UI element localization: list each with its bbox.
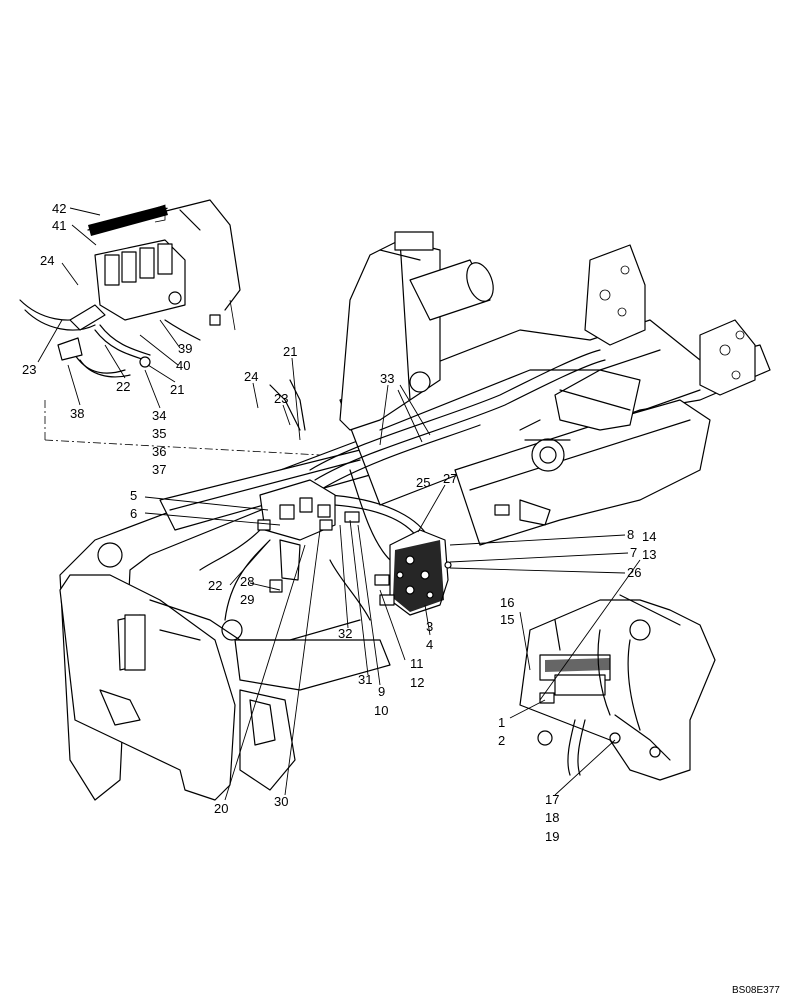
- callout-15: 15: [500, 612, 514, 627]
- callout-23: 23: [22, 362, 36, 377]
- callout-28: 28: [240, 574, 254, 589]
- callout-22-main: 22: [208, 578, 222, 593]
- callout-4: 4: [426, 637, 433, 652]
- callout-41: 41: [52, 218, 66, 233]
- callout-21-main: 21: [283, 344, 297, 359]
- callout-2: 2: [498, 733, 505, 748]
- callout-20: 20: [214, 801, 228, 816]
- callout-34: 34: [152, 408, 166, 423]
- callout-6: 6: [130, 506, 137, 521]
- callout-32: 32: [338, 626, 352, 641]
- callout-labels: 42 41 24 23 22 38 39 40 21 34 35 36 37 2…: [22, 201, 656, 844]
- main-frame: [59, 231, 771, 801]
- callout-27: 27: [443, 471, 457, 486]
- callout-42: 42: [52, 201, 66, 216]
- callout-10: 10: [374, 703, 388, 718]
- callout-1: 1: [498, 715, 505, 730]
- callout-24-main: 24: [244, 369, 258, 384]
- callout-22: 22: [116, 379, 130, 394]
- callout-29: 29: [240, 592, 254, 607]
- callout-25: 25: [416, 475, 430, 490]
- callout-19: 19: [545, 829, 559, 844]
- callout-21: 21: [170, 382, 184, 397]
- callout-26: 26: [627, 565, 641, 580]
- callout-38: 38: [70, 406, 84, 421]
- callout-31: 31: [358, 672, 372, 687]
- callout-14: 14: [642, 529, 656, 544]
- reference-code: BS08E377: [732, 985, 780, 996]
- callout-5: 5: [130, 488, 137, 503]
- callout-7: 7: [630, 545, 637, 560]
- callout-24: 24: [40, 253, 54, 268]
- callout-9: 9: [378, 684, 385, 699]
- callout-40: 40: [176, 358, 190, 373]
- leader-lines: [37, 207, 641, 801]
- callout-16: 16: [500, 595, 514, 610]
- callout-30: 30: [274, 794, 288, 809]
- control-valve-assembly: [374, 529, 452, 616]
- hydraulic-hoses: [199, 349, 606, 621]
- callout-33: 33: [380, 371, 394, 386]
- callout-37: 37: [152, 462, 166, 477]
- callout-39: 39: [178, 341, 192, 356]
- callout-11: 11: [410, 656, 424, 671]
- callout-17: 17: [545, 792, 559, 807]
- callout-12: 12: [410, 675, 424, 690]
- callout-8: 8: [627, 527, 634, 542]
- inset-detail-bottom-right: [519, 594, 716, 781]
- callout-36: 36: [152, 444, 166, 459]
- callout-13: 13: [642, 547, 656, 562]
- callout-3: 3: [426, 619, 433, 634]
- callout-18: 18: [545, 810, 559, 825]
- callout-35: 35: [152, 426, 166, 441]
- callout-23-main: 23: [274, 391, 288, 406]
- inset-detail-top-left: [19, 199, 321, 456]
